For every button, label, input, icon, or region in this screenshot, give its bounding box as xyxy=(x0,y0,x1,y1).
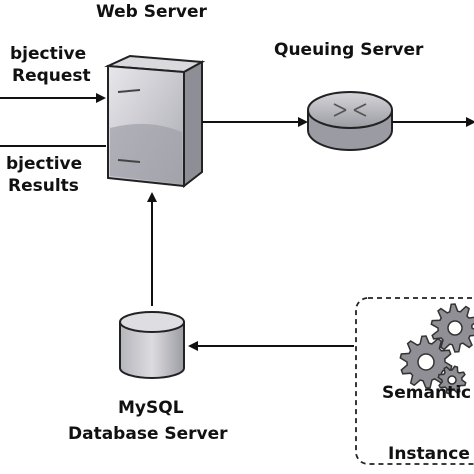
semantic-instance-box xyxy=(355,297,474,465)
router-icon xyxy=(307,91,393,151)
database-server-label: Database Server xyxy=(68,424,228,444)
mysql-label: MySQL xyxy=(118,398,184,418)
request-label-line1: bjective xyxy=(10,44,87,64)
database-icon xyxy=(119,311,185,379)
results-label-line2: Results xyxy=(8,176,79,196)
request-label-line2: Request xyxy=(12,66,91,86)
server-icon xyxy=(104,54,206,189)
semantic-label: Semantic xyxy=(382,383,472,403)
queuing-server-label: Queuing Server xyxy=(274,40,424,60)
web-server-label: Web Server xyxy=(96,2,207,22)
results-label-line1: bjective xyxy=(6,154,83,174)
gears-icon xyxy=(399,303,474,395)
instance-label: Instance xyxy=(388,444,470,464)
